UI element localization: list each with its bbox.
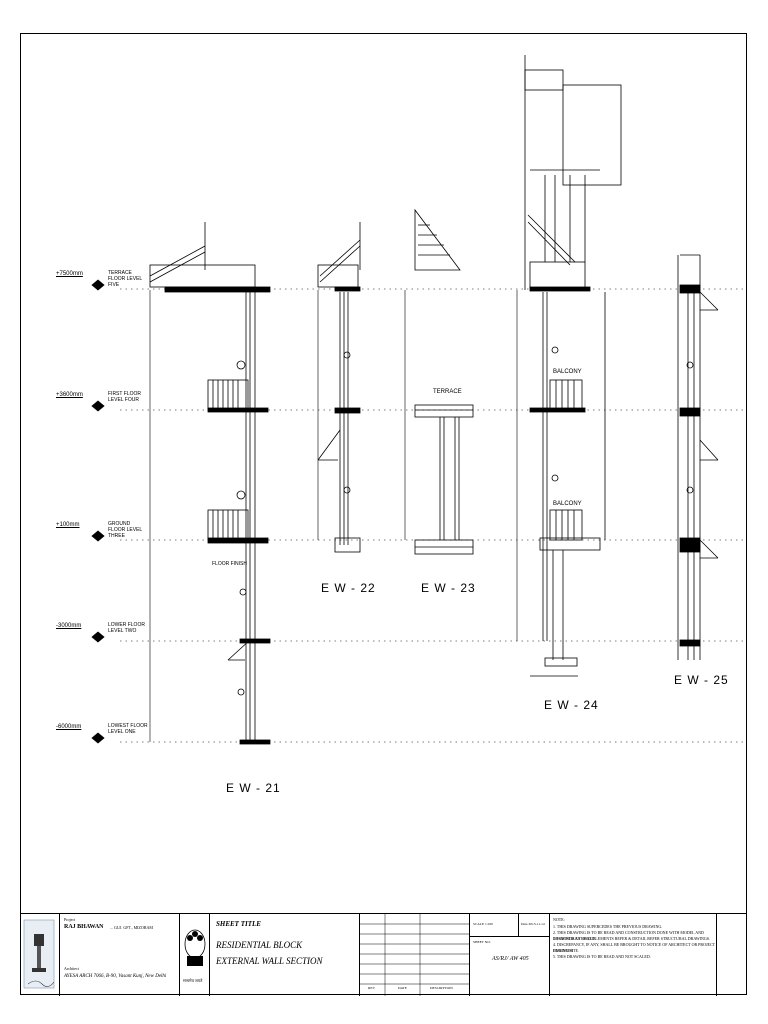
sheet-title-caption: SHEET TITLE	[216, 920, 261, 928]
note-3: 3. FOR STRUCTURAL ELEMENTS REFER & DETAI…	[553, 936, 711, 941]
architect-caption: Architect	[64, 966, 79, 971]
notes-cell: NOTE: 1. THIS DRAWING SUPERCEDES THE PRE…	[550, 914, 717, 996]
architect-name: AYESA ARCH 7066, B-90, Vasant Kunj, New …	[64, 974, 167, 979]
firm-logo-icon	[23, 919, 55, 989]
scale-label: SCALE 1:100	[473, 922, 493, 926]
sheet-number: AS/RJ/ AW 405	[492, 956, 529, 962]
level-value-4: +3600mm	[56, 392, 83, 398]
rev-col-2: DATE	[398, 986, 407, 990]
level-label-2: LOWER FLOOR LEVEL TWO	[108, 622, 145, 634]
sheet-title-cell: SHEET TITLE RESIDENTIAL BLOCK EXTERNAL W…	[210, 914, 360, 996]
terrace-label: TERRACE	[433, 389, 462, 395]
firm-logo-cell	[20, 914, 60, 996]
level-markers	[91, 279, 105, 744]
project-name: RAJ BHAWAN	[64, 924, 104, 930]
date-label: Date 2013-11-14	[521, 922, 545, 926]
revision-grid	[360, 914, 470, 996]
note-2: 2. THIS DRAWING IS TO BE READ AND CONSTR…	[553, 930, 704, 941]
rev-col-1: REV	[368, 986, 375, 990]
section-ew22: E W - 22	[321, 581, 376, 595]
sheet-title-line1: RESIDENTIAL BLOCK	[216, 940, 303, 950]
note-5: DURING SITE.	[553, 948, 579, 953]
level-value-1: -6000mm	[56, 724, 82, 730]
note-4: 4. DISCREPANCY, IF ANY, SHALL BE BROUGHT…	[553, 942, 715, 953]
balcony-lower-label: BALCONY	[553, 501, 582, 507]
ew24-section	[516, 55, 622, 677]
note-6: 5. THIS DRAWING IS TO BE READ AND NOT SC…	[553, 954, 651, 959]
level-label-4: FIRST FLOOR LEVEL FOUR	[108, 391, 141, 403]
rev-col-3: DESCRIPTION	[430, 986, 453, 990]
sheet-title-line2: EXTERNAL WALL SECTION	[216, 956, 323, 966]
level-value-5: +7500mm	[56, 271, 83, 277]
sheet-info-cell: SCALE 1:100 Date 2013-11-14 SHEET NO. AS…	[470, 914, 550, 996]
revision-table: REV DATE DESCRIPTION	[360, 914, 470, 996]
ew23-section	[404, 208, 474, 555]
sheet-no-caption: SHEET NO.	[473, 940, 491, 944]
ew25-section	[677, 254, 719, 660]
notes-caption: NOTE:	[553, 917, 565, 922]
level-label-1: LOWEST FLOOR LEVEL ONE	[108, 723, 148, 735]
project-cell: Project RAJ BHAWAN ... GUJ. GFT., MIZORA…	[60, 914, 180, 996]
level-value-3: +100mm	[56, 522, 80, 528]
national-emblem-icon	[184, 929, 206, 966]
section-ew24: E W - 24	[544, 698, 599, 712]
project-caption: Project	[64, 917, 76, 922]
project-suffix: ... GUJ. GFT., MIZORAM	[110, 925, 153, 930]
section-ew25: E W - 25	[674, 673, 729, 687]
ew21-section	[149, 222, 271, 745]
level-label-5: TERRACE FLOOR LEVEL FIVE	[108, 270, 142, 288]
ew22-section	[317, 222, 361, 553]
level-lines	[120, 288, 745, 743]
emblem-caption: सत्यमेव जयते	[183, 978, 203, 983]
drawing-sheet	[20, 33, 747, 995]
floor-finish-label: FLOOR FINISH	[212, 561, 248, 567]
section-ew21: E W - 21	[226, 781, 281, 795]
title-block: Project RAJ BHAWAN ... GUJ. GFT., MIZORA…	[20, 913, 747, 996]
section-ew23: E W - 23	[421, 581, 476, 595]
balcony-upper-label: BALCONY	[553, 369, 582, 375]
level-value-2: -3000mm	[56, 623, 82, 629]
level-label-3: GROUND FLOOR LEVEL THREE	[108, 521, 142, 539]
note-1: 1. THIS DRAWING SUPERCEDES THE PREVIOUS …	[553, 924, 663, 929]
emblem-cell: सत्यमेव जयते	[180, 914, 210, 996]
